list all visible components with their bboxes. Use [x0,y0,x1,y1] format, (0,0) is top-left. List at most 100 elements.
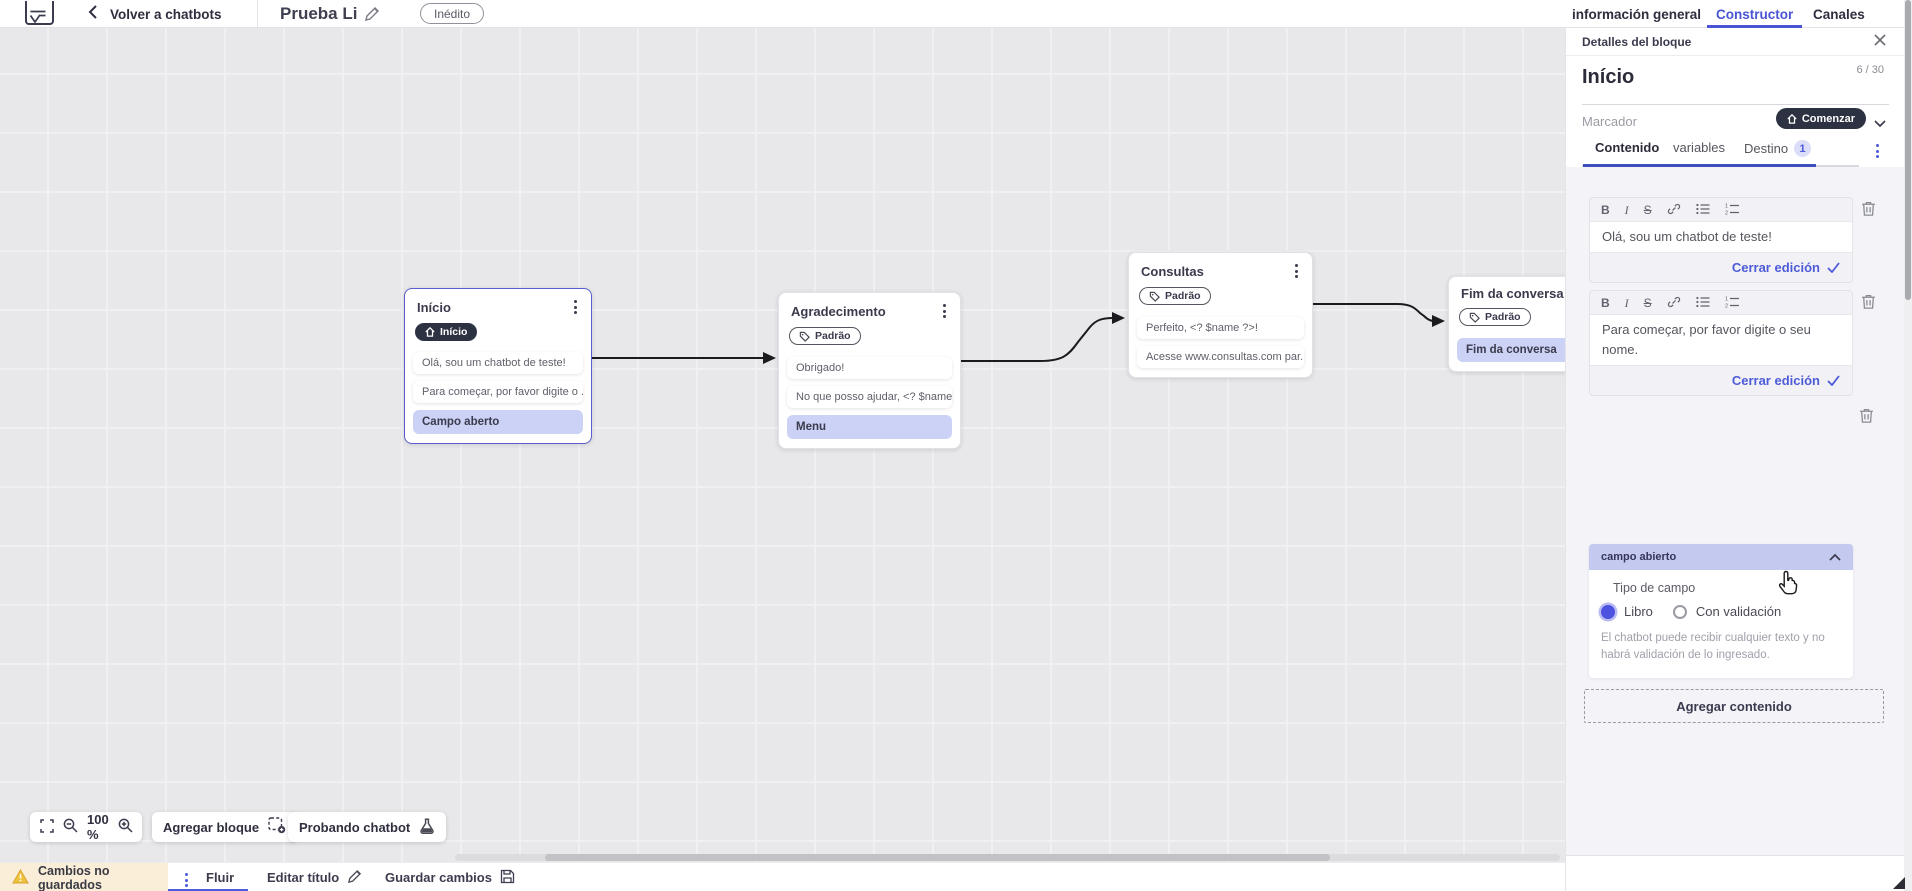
node-title: Fim da conversa [1461,286,1564,301]
open-field-header[interactable]: campo abierto [1589,544,1853,570]
close-edit-button[interactable]: Cerrar edición [1590,366,1852,395]
node-menu-kebab-icon[interactable] [1293,262,1300,280]
panel-tab-contenido[interactable]: Contenido [1595,140,1660,155]
edit-title-pencil-icon[interactable] [364,6,380,27]
chevron-left-icon [88,4,98,24]
zoom-out-icon[interactable] [63,818,78,836]
node-row[interactable]: Obrigado! [787,356,952,379]
message-text[interactable]: Para começar, por favor digite o seu nom… [1590,314,1852,367]
node-consultas[interactable]: Consultas Padrão Perfeito, <? $name ?>! … [1128,252,1313,378]
trash-icon[interactable] [1861,293,1876,315]
node-row-field[interactable]: Campo aberto [413,410,583,434]
active-tab-indicator [1707,25,1802,28]
bottom-bar: Cambios no guardados Fluir Editar título… [0,862,1565,891]
vertical-scrollbar[interactable] [1904,0,1912,891]
radio-selected-icon [1601,604,1615,619]
resize-corner [1893,877,1905,889]
horizontal-scrollbar[interactable] [455,854,1560,861]
panel-tab-destino[interactable]: Destino 1 [1744,140,1812,157]
node-agradecimento[interactable]: Agradecimento Padrão Obrigado! No que po… [778,292,961,449]
panel-tab-variables[interactable]: variables [1673,140,1726,155]
back-label: Volver a chatbots [110,6,222,22]
bold-button[interactable]: B [1601,295,1610,310]
node-row-field[interactable]: Menu [787,414,952,439]
node-row[interactable]: No que posso ajudar, <? $name ... [787,385,952,408]
node-marker-badge: Início [415,323,478,341]
zoom-level: 100 % [87,812,109,842]
node-title: Início [417,299,451,315]
node-row[interactable]: Para começar, por favor digite o ... [413,381,583,403]
tab-canales[interactable]: Canales [1813,6,1865,22]
active-panel-tab-indicator [1583,164,1816,167]
block-details-panel: Detalles del bloque Início 6 / 30 Marcad… [1565,28,1904,891]
close-icon[interactable] [1872,31,1888,53]
strikethrough-button[interactable]: S [1643,202,1652,217]
chevron-down-icon[interactable] [1874,115,1886,133]
node-menu-kebab-icon[interactable] [572,298,579,316]
marker-select[interactable]: Comenzar [1775,108,1866,129]
radio-libro[interactable]: Libro [1601,604,1653,619]
save-changes-button[interactable]: Guardar cambios [385,863,515,891]
panel-menu-kebab-icon[interactable] [1874,142,1881,160]
bullet-list-icon[interactable] [1695,296,1710,310]
home-icon [425,327,435,337]
home-icon [1787,113,1797,124]
svg-text:1: 1 [1725,296,1728,302]
node-inicio[interactable]: Início Início Olá, sou um chatbot de tes… [404,288,592,444]
check-icon [1827,262,1840,274]
vertical-scrollbar-thumb[interactable] [1905,0,1911,300]
node-marker-badge: Padrão [789,327,861,345]
svg-text:2: 2 [1725,303,1728,307]
app-logo-icon [24,0,56,32]
radio-con-validacion[interactable]: Con validación [1672,604,1781,619]
floppy-disk-icon [500,869,515,887]
strikethrough-button[interactable]: S [1643,295,1652,310]
node-row[interactable]: Acesse www.consultas.com par... [1137,345,1304,368]
link-icon[interactable] [1667,202,1681,218]
link-icon[interactable] [1667,295,1681,311]
unsaved-changes-status: Cambios no guardados [0,863,168,891]
tag-icon [799,331,810,342]
tab-fluir[interactable]: Fluir [206,870,235,885]
panel-bottom-strip [1566,855,1904,891]
flow-canvas[interactable]: Início Início Olá, sou um chatbot de tes… [0,28,1598,862]
svg-text:2: 2 [1725,210,1728,214]
add-block-button[interactable]: Agregar bloque [152,812,298,842]
add-content-button[interactable]: Agregar contenido [1584,689,1884,723]
footer-kebab-icon[interactable] [183,871,190,889]
active-footer-tab-indicator [168,889,248,891]
zoom-in-icon[interactable] [118,818,133,836]
back-to-chatbots-button[interactable]: Volver a chatbots [88,0,222,28]
bold-button[interactable]: B [1601,202,1610,217]
edit-title-button[interactable]: Editar título [267,863,362,891]
zoom-toolbar: 100 % [30,812,142,842]
fullscreen-icon[interactable] [40,818,54,836]
block-name-input[interactable]: Início [1582,66,1635,88]
horizontal-scrollbar-thumb[interactable] [545,854,1330,861]
open-field-card: campo abierto Tipo de campo Libro Con va… [1589,544,1853,678]
top-bar: Volver a chatbots Prueba Li Inédito info… [0,0,1912,28]
tab-constructor[interactable]: Constructor [1716,6,1794,22]
node-row[interactable]: Perfeito, <? $name ?>! [1137,316,1304,339]
bullet-list-icon[interactable] [1695,203,1710,217]
message-text[interactable]: Olá, sou um chatbot de teste! [1590,221,1852,254]
close-edit-button[interactable]: Cerrar edición [1590,253,1852,282]
char-counter: 6 / 30 [1856,64,1884,76]
node-row[interactable]: Olá, sou um chatbot de teste! [413,352,583,374]
italic-button[interactable]: I [1624,202,1629,217]
node-menu-kebab-icon[interactable] [941,302,948,320]
trash-icon[interactable] [1861,200,1876,222]
italic-button[interactable]: I [1624,295,1629,310]
tag-icon [1469,312,1480,323]
tab-informacion-general[interactable]: información general [1572,6,1702,22]
test-chatbot-button[interactable]: Probando chatbot [288,812,447,842]
chatbot-title[interactable]: Prueba Li [280,4,358,23]
trash-icon[interactable] [1859,407,1874,429]
